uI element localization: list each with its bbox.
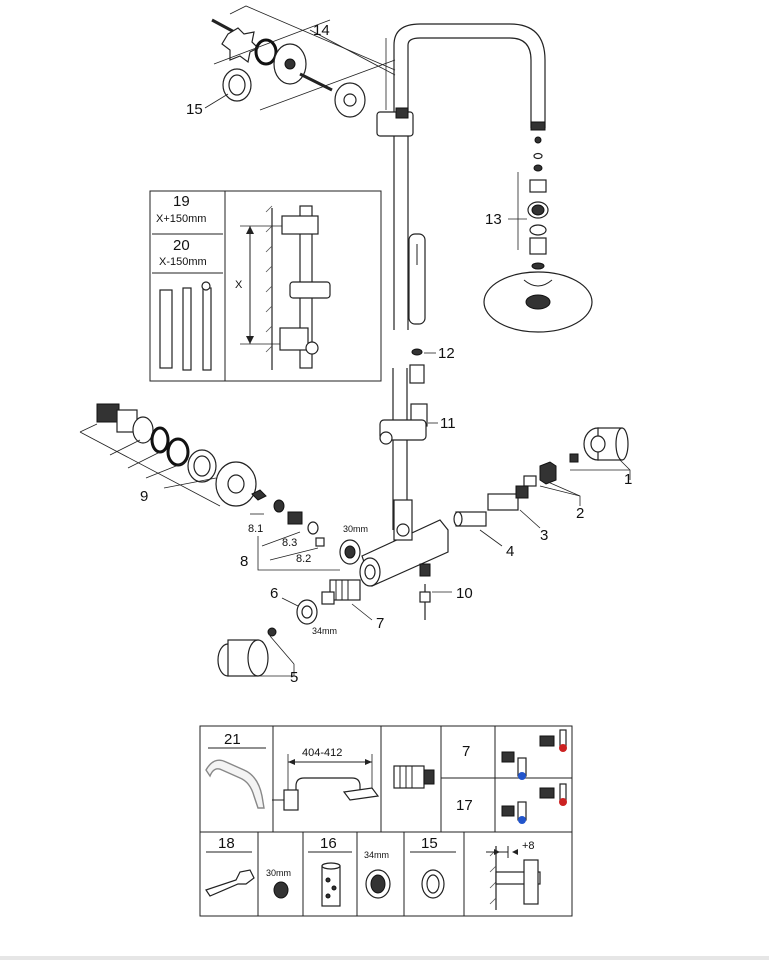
nut-34mm-label: 34mm	[312, 626, 337, 636]
callout-8-3: 8.3	[282, 537, 297, 549]
table-item-7: 7	[462, 743, 470, 760]
callout-2: 2	[576, 505, 584, 522]
callout-6: 6	[270, 585, 278, 602]
footer-bar	[0, 956, 769, 960]
wall-bracket-assembly	[211, 5, 396, 118]
callout-5: 5	[290, 669, 298, 686]
callout-4: 4	[506, 543, 514, 560]
callout-15: 15	[186, 101, 203, 118]
callout-8-2: 8.2	[296, 553, 311, 565]
table-item-21: 21	[224, 731, 241, 748]
callout-10: 10	[456, 585, 473, 602]
item-19-dimension: X+150mm	[156, 213, 206, 225]
callout-8-1: 8.1	[248, 523, 263, 535]
callout-7: 7	[376, 615, 384, 632]
table-nut-30mm: 30mm	[266, 868, 291, 878]
callout-3: 3	[540, 527, 548, 544]
callout-8: 8	[240, 553, 248, 570]
item-20-dimension: X-150mm	[159, 256, 207, 268]
item-20-label: 20	[173, 237, 190, 254]
hot-thermometer-icon-17	[559, 798, 567, 806]
parts-group-8	[250, 499, 361, 571]
callout-11: 11	[440, 415, 456, 432]
table-item-18: 18	[218, 835, 235, 852]
callout-9: 9	[140, 488, 148, 505]
cold-thermometer-icon	[518, 772, 526, 780]
table-arm-range: 404-412	[302, 747, 342, 759]
table-item-16: 16	[320, 835, 337, 852]
table-offset-label: +8	[522, 840, 535, 852]
dimension-x-label: X	[235, 279, 243, 291]
callout-13: 13	[485, 211, 502, 228]
shower-head-assembly	[483, 136, 593, 333]
right-handle-parts	[453, 427, 631, 547]
spare-parts-table	[199, 725, 573, 917]
table-nut-34mm: 34mm	[364, 850, 389, 860]
thermostat-mixer-body	[359, 499, 449, 620]
callout-14: 14	[313, 22, 330, 39]
shower-riser-pipe	[376, 23, 546, 530]
nut-30mm-label: 30mm	[343, 524, 368, 534]
left-handle-parts-9	[79, 403, 267, 507]
extension-box	[149, 190, 382, 382]
cold-thermometer-icon-17	[518, 816, 526, 824]
table-item-15: 15	[421, 835, 438, 852]
item-19-label: 19	[173, 193, 190, 210]
callout-1: 1	[624, 471, 632, 488]
hot-thermometer-icon	[559, 744, 567, 752]
left-lower-parts	[217, 579, 373, 677]
hand-shower	[379, 233, 428, 445]
callout-12: 12	[438, 345, 455, 362]
table-item-17: 17	[456, 797, 473, 814]
